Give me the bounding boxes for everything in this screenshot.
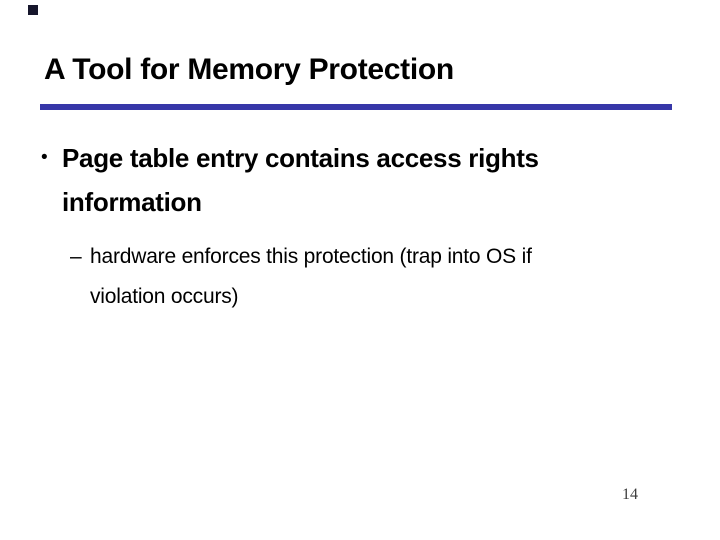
- title-divider-rule: [40, 104, 672, 110]
- bullet-item-level1: • Page table entry contains access right…: [41, 136, 539, 224]
- bullet-marker: •: [41, 147, 48, 168]
- bullet-text-line: information: [62, 187, 202, 217]
- dash-marker: –: [70, 245, 82, 268]
- slide-title: A Tool for Memory Protection: [44, 53, 454, 86]
- page-number: 14: [622, 486, 638, 503]
- bullet-text: Page table entry contains access rights …: [62, 136, 539, 224]
- sub-bullet-text: hardware enforces this protection (trap …: [90, 237, 532, 317]
- corner-square-decoration: [28, 5, 38, 15]
- sub-bullet-text-line: violation occurs): [90, 285, 239, 308]
- bullet-text-line: Page table entry contains access rights: [62, 143, 539, 173]
- sub-bullet-text-line: hardware enforces this protection (trap …: [90, 245, 532, 268]
- bullet-item-level2: – hardware enforces this protection (tra…: [70, 237, 532, 317]
